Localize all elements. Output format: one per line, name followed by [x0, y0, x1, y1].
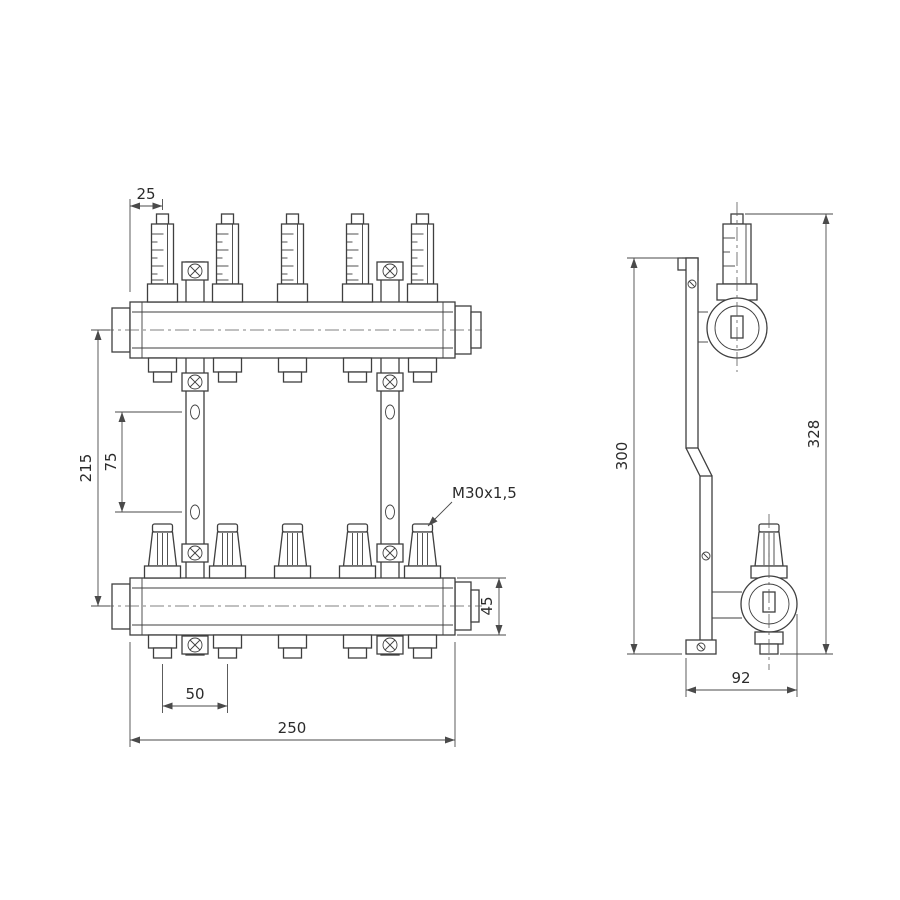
dimension-50: 50: [162, 664, 228, 713]
thread-callout-label: M30x1,5: [452, 484, 517, 502]
bottom-outlet: [407, 634, 438, 659]
valve-cap: [143, 523, 182, 579]
bottom-outlet: [277, 634, 308, 659]
dimension-label-45: 45: [478, 596, 496, 615]
thread-callout: M30x1,5: [427, 484, 517, 527]
dimension-250: 250: [129, 642, 456, 747]
dimension-label-328: 328: [805, 420, 823, 449]
side-flow-meter: [706, 202, 768, 372]
dimension-label-50: 50: [185, 685, 204, 703]
dimension-label-215: 215: [77, 454, 95, 483]
side-bracket-upper-plate: [685, 257, 699, 449]
dimension-215: 215: [77, 329, 110, 607]
bottom-outlet: [147, 634, 178, 659]
valve-cap: [208, 523, 247, 579]
side-bracket: [677, 257, 742, 655]
dimension-75: 75: [102, 411, 182, 513]
dimension-label-300: 300: [613, 442, 631, 471]
dimension-92: 92: [685, 614, 798, 697]
flow-meter: [406, 213, 439, 303]
flow-meter: [146, 213, 179, 303]
valve-cap: [273, 523, 312, 579]
valve-cap: [403, 523, 442, 579]
flow-meter: [211, 213, 244, 303]
valve-cap: [338, 523, 377, 579]
bottom-outlet: [212, 634, 243, 659]
bottom-outlet: [342, 634, 373, 659]
bottom-manifold-body: [129, 577, 456, 636]
dimension-328: 328: [745, 213, 833, 655]
front-view: 25 215 75 50 250: [77, 185, 517, 747]
flow-meter: [341, 213, 374, 303]
top-outlet: [277, 357, 308, 383]
bottom-manifold-left-cap: [111, 583, 131, 630]
dimension-label-250: 250: [278, 719, 307, 737]
side-valve: [740, 514, 798, 670]
top-outlet: [147, 357, 178, 383]
side-view: 300 328 92: [613, 202, 833, 697]
top-outlet: [407, 357, 438, 383]
dimension-label-25: 25: [136, 185, 155, 203]
dimension-label-92: 92: [731, 669, 750, 687]
bottom-manifold: [111, 577, 480, 636]
side-bracket-lower-plate: [699, 475, 713, 649]
top-outlet: [212, 357, 243, 383]
dimension-45: 45: [457, 577, 506, 636]
dimension-25: 25: [129, 185, 163, 292]
dimension-label-75: 75: [102, 452, 120, 471]
dimension-300: 300: [613, 257, 682, 655]
top-outlet: [342, 357, 373, 383]
flow-meter: [276, 213, 309, 303]
